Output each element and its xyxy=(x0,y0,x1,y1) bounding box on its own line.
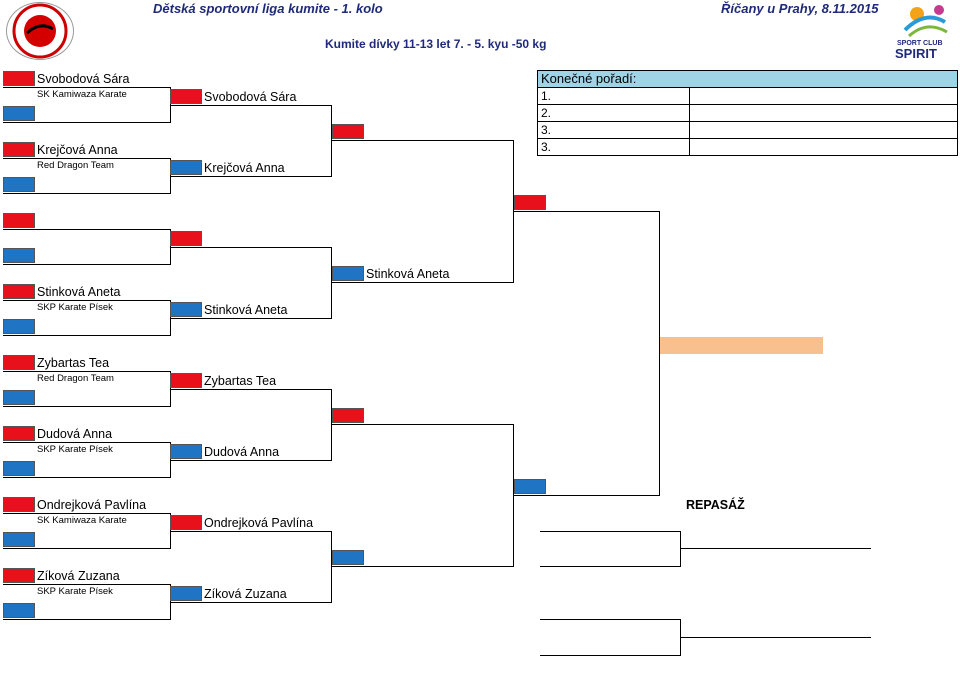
aka-marker xyxy=(3,497,35,512)
competitor-club: SK Kamiwaza Karate xyxy=(37,515,127,526)
ao-marker xyxy=(3,461,35,476)
ao-marker xyxy=(3,248,35,263)
place-3b-name xyxy=(689,138,958,156)
final-ranking-table: Konečné pořadí: 1. 2. 3. 3. xyxy=(536,70,958,156)
spirit-text: SPIRIT xyxy=(895,46,937,61)
round2-name: Stinková Aneta xyxy=(204,303,288,317)
repechage-line xyxy=(540,566,680,567)
aka-marker xyxy=(3,568,35,583)
place-3a-name xyxy=(689,121,958,139)
ao-marker xyxy=(170,444,202,459)
round2-name: Zíková Zuzana xyxy=(204,587,287,601)
event-title: Dětská sportovní liga kumite - 1. kolo xyxy=(153,1,383,16)
place-1-name xyxy=(689,87,958,105)
competitor-name: Ondrejková Pavlína xyxy=(37,498,147,512)
place-2-name xyxy=(689,104,958,122)
place-1: 1. xyxy=(536,87,691,105)
event-place-date: Říčany u Prahy, 8.11.2015 xyxy=(721,1,879,16)
repechage-line xyxy=(681,548,871,549)
round2-name: Ondrejková Pavlína xyxy=(204,516,314,530)
ao-marker xyxy=(170,586,202,601)
repechage-label: REPASÁŽ xyxy=(686,498,745,512)
round2-name: Zybartas Tea xyxy=(204,374,277,388)
round3-name: Stinková Aneta xyxy=(366,267,450,281)
aka-marker xyxy=(332,124,364,139)
competitor-name: Stinková Aneta xyxy=(37,285,121,299)
aka-marker xyxy=(3,142,35,157)
aka-marker xyxy=(3,213,35,228)
ao-marker xyxy=(3,532,35,547)
round2-name: Krejčová Anna xyxy=(204,161,285,175)
ao-marker xyxy=(170,160,202,175)
competitor-club: Red Dragon Team xyxy=(37,373,114,384)
competitor-club: SKP Karate Písek xyxy=(37,586,113,597)
competitor-club: SK Kamiwaza Karate xyxy=(37,89,127,100)
competitor-club: SKP Karate Písek xyxy=(37,444,113,455)
competitor-club: SKP Karate Písek xyxy=(37,302,113,313)
aka-marker xyxy=(514,195,546,210)
round2-name: Svobodová Sára xyxy=(204,90,297,104)
competitor-name: Dudová Anna xyxy=(37,427,113,441)
aka-marker xyxy=(3,284,35,299)
competitor-name: Zybartas Tea xyxy=(37,356,110,370)
repechage-line xyxy=(681,637,871,638)
sport-club-text: SPORT CLUB xyxy=(897,40,943,47)
repechage-line xyxy=(540,619,680,620)
final-ranking-heading: Konečné pořadí: xyxy=(537,70,958,88)
competitor-name: Krejčová Anna xyxy=(37,143,118,157)
aka-marker xyxy=(170,373,202,388)
competitor-club: Red Dragon Team xyxy=(37,160,114,171)
aka-marker xyxy=(170,89,202,104)
ao-marker xyxy=(3,603,35,618)
repechage-line xyxy=(540,531,680,532)
aka-marker xyxy=(3,355,35,370)
ao-marker xyxy=(332,550,364,565)
aka-marker xyxy=(332,408,364,423)
ao-marker xyxy=(514,479,546,494)
place-3a: 3. xyxy=(536,121,691,139)
repechage-line xyxy=(540,655,680,656)
ao-marker xyxy=(3,319,35,334)
ao-marker xyxy=(332,266,364,281)
aka-marker xyxy=(170,231,202,246)
category-title: Kumite dívky 11-13 let 7. - 5. kyu -50 k… xyxy=(325,37,547,51)
place-2: 2. xyxy=(536,104,691,122)
ao-marker xyxy=(3,390,35,405)
winner-slot xyxy=(660,337,823,354)
aka-marker xyxy=(3,71,35,86)
kamiwaza-logo xyxy=(6,2,74,60)
competitor-name: Svobodová Sára xyxy=(37,72,130,86)
ao-marker xyxy=(170,302,202,317)
aka-marker xyxy=(3,426,35,441)
competitor-name: Zíková Zuzana xyxy=(37,569,120,583)
ao-marker xyxy=(3,106,35,121)
ao-marker xyxy=(3,177,35,192)
round2-name: Dudová Anna xyxy=(204,445,280,459)
aka-marker xyxy=(170,515,202,530)
sport-club-spirit-logo: SPORT CLUB SPIRIT xyxy=(895,2,955,61)
place-3b: 3. xyxy=(536,138,691,156)
